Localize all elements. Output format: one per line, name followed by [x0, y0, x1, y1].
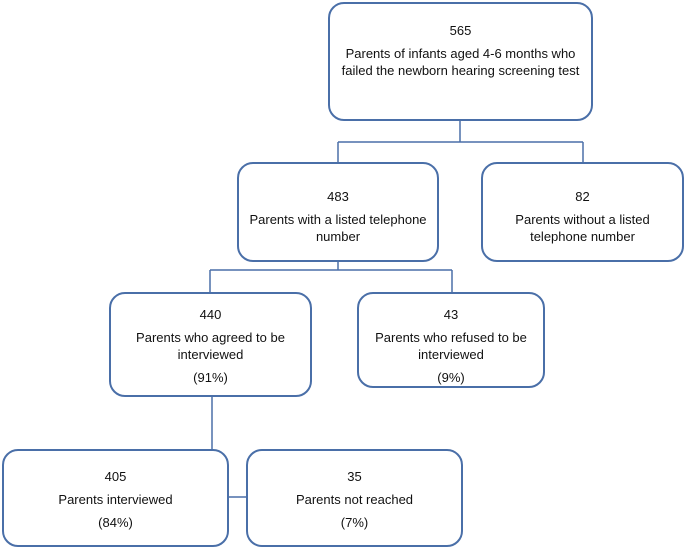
node-description: Parents without a listed telephone numbe…: [515, 212, 650, 244]
node-percentage: (7%): [340, 515, 369, 530]
node-description: Parents who refused to be interviewed: [375, 330, 527, 362]
node-count: 82: [575, 189, 590, 204]
node-not-reached: 35 Parents not reached (7%): [246, 449, 463, 547]
node-listed-telephone: 483 Parents with a listed telephone numb…: [237, 162, 439, 262]
node-refused-interview: 43 Parents who refused to be interviewed…: [357, 292, 545, 388]
node-no-listed-telephone: 82 Parents without a listed telephone nu…: [481, 162, 684, 262]
node-description: Parents who agreed to be interviewed: [136, 330, 285, 362]
node-agreed-interview: 440 Parents who agreed to be interviewed…: [109, 292, 312, 397]
node-count: 405: [104, 469, 127, 484]
node-description: Parents of infants aged 4-6 months who f…: [341, 46, 580, 78]
node-interviewed: 405 Parents interviewed (84%): [2, 449, 229, 547]
node-total-parents: 565 Parents of infants aged 4-6 months w…: [328, 2, 593, 121]
node-percentage: (9%): [437, 370, 465, 385]
node-description: Parents interviewed: [58, 492, 173, 507]
node-description: Parents with a listed telephone number: [249, 212, 427, 244]
node-count: 35: [347, 469, 362, 484]
node-percentage: (91%): [193, 370, 228, 385]
node-count: 565: [449, 23, 472, 38]
node-percentage: (84%): [98, 515, 133, 530]
node-count: 43: [443, 307, 459, 322]
node-count: 483: [327, 189, 349, 204]
node-description: Parents not reached: [295, 492, 414, 507]
node-count: 440: [199, 307, 222, 322]
